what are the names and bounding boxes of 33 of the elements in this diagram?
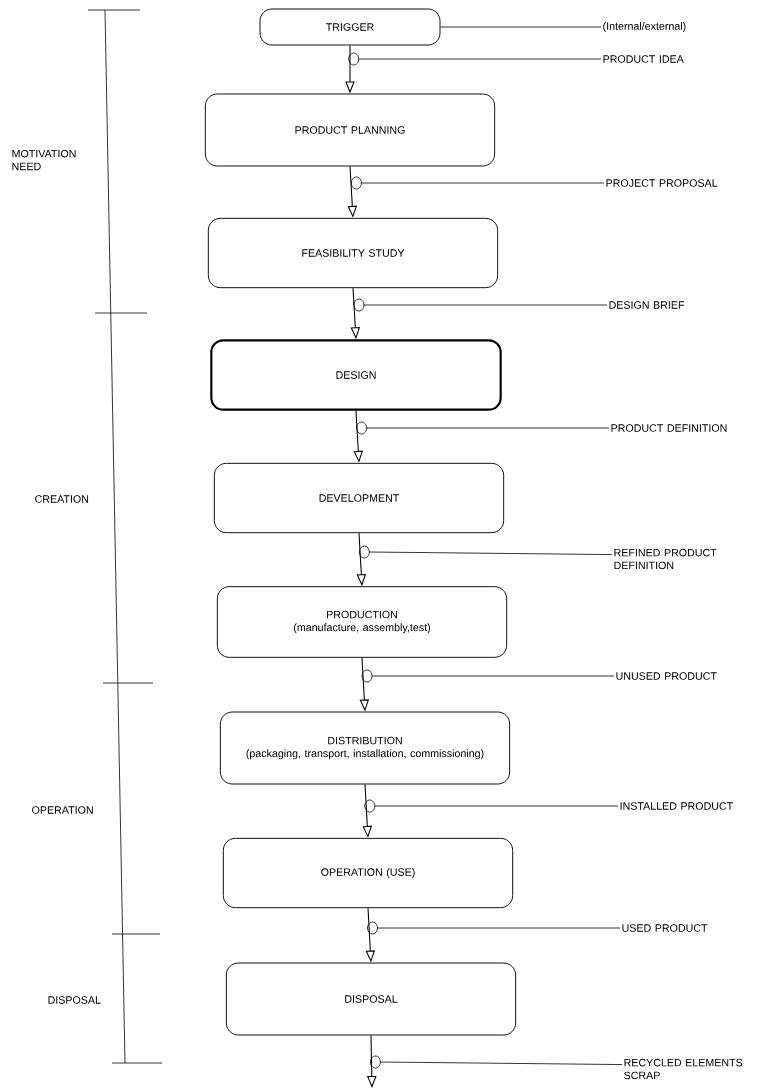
leader-line <box>367 921 621 935</box>
flow-label: RECYCLED ELEMENTS SCRAP <box>624 1058 743 1080</box>
flow-label: (Internal/external) <box>603 22 686 32</box>
process-box: FEASIBILITY STUDY <box>207 217 499 289</box>
flow-label: PROJECT PROPOSAL <box>606 179 718 187</box>
flow-label: DESIGN BRIEF <box>609 301 685 309</box>
leader-line <box>356 421 610 435</box>
leader-line <box>370 1055 623 1069</box>
phase-label: DISPOSAL <box>48 996 101 1004</box>
phase-label: CREATION <box>35 495 89 503</box>
flow-label: REFINED PRODUCT DEFINITION <box>614 548 717 570</box>
flow-label: PRODUCT DEFINITION <box>611 424 727 432</box>
leader-line <box>358 545 613 559</box>
flow-label: USED PRODUCT <box>622 924 708 932</box>
process-box: DESIGN <box>210 339 502 411</box>
process-box: DISPOSAL <box>225 962 517 1036</box>
phase-label: OPERATION <box>32 806 93 814</box>
process-box: OPERATION (USE) <box>222 837 514 909</box>
flow-label: PRODUCT IDEA <box>603 55 684 63</box>
flow-label: UNUSED PRODUCT <box>616 672 717 680</box>
leader-line <box>364 799 619 813</box>
phase-label: MOTIVATION NEED <box>12 149 76 171</box>
process-box: TRIGGER <box>259 8 441 46</box>
process-box: DISTRIBUTION (packaging, transport, installation, commissioning) <box>219 711 511 785</box>
leader-line <box>351 176 605 190</box>
leader-line <box>348 52 602 66</box>
process-box: PRODUCT PLANNING <box>204 93 496 167</box>
leader-line <box>440 26 602 28</box>
process-box: PRODUCTION (manufacture, assembly,test) <box>216 586 508 658</box>
process-box: DEVELOPMENT <box>213 462 505 534</box>
leader-line <box>353 298 608 312</box>
flow-label: INSTALLED PRODUCT <box>620 802 733 810</box>
leader-line <box>361 669 615 683</box>
